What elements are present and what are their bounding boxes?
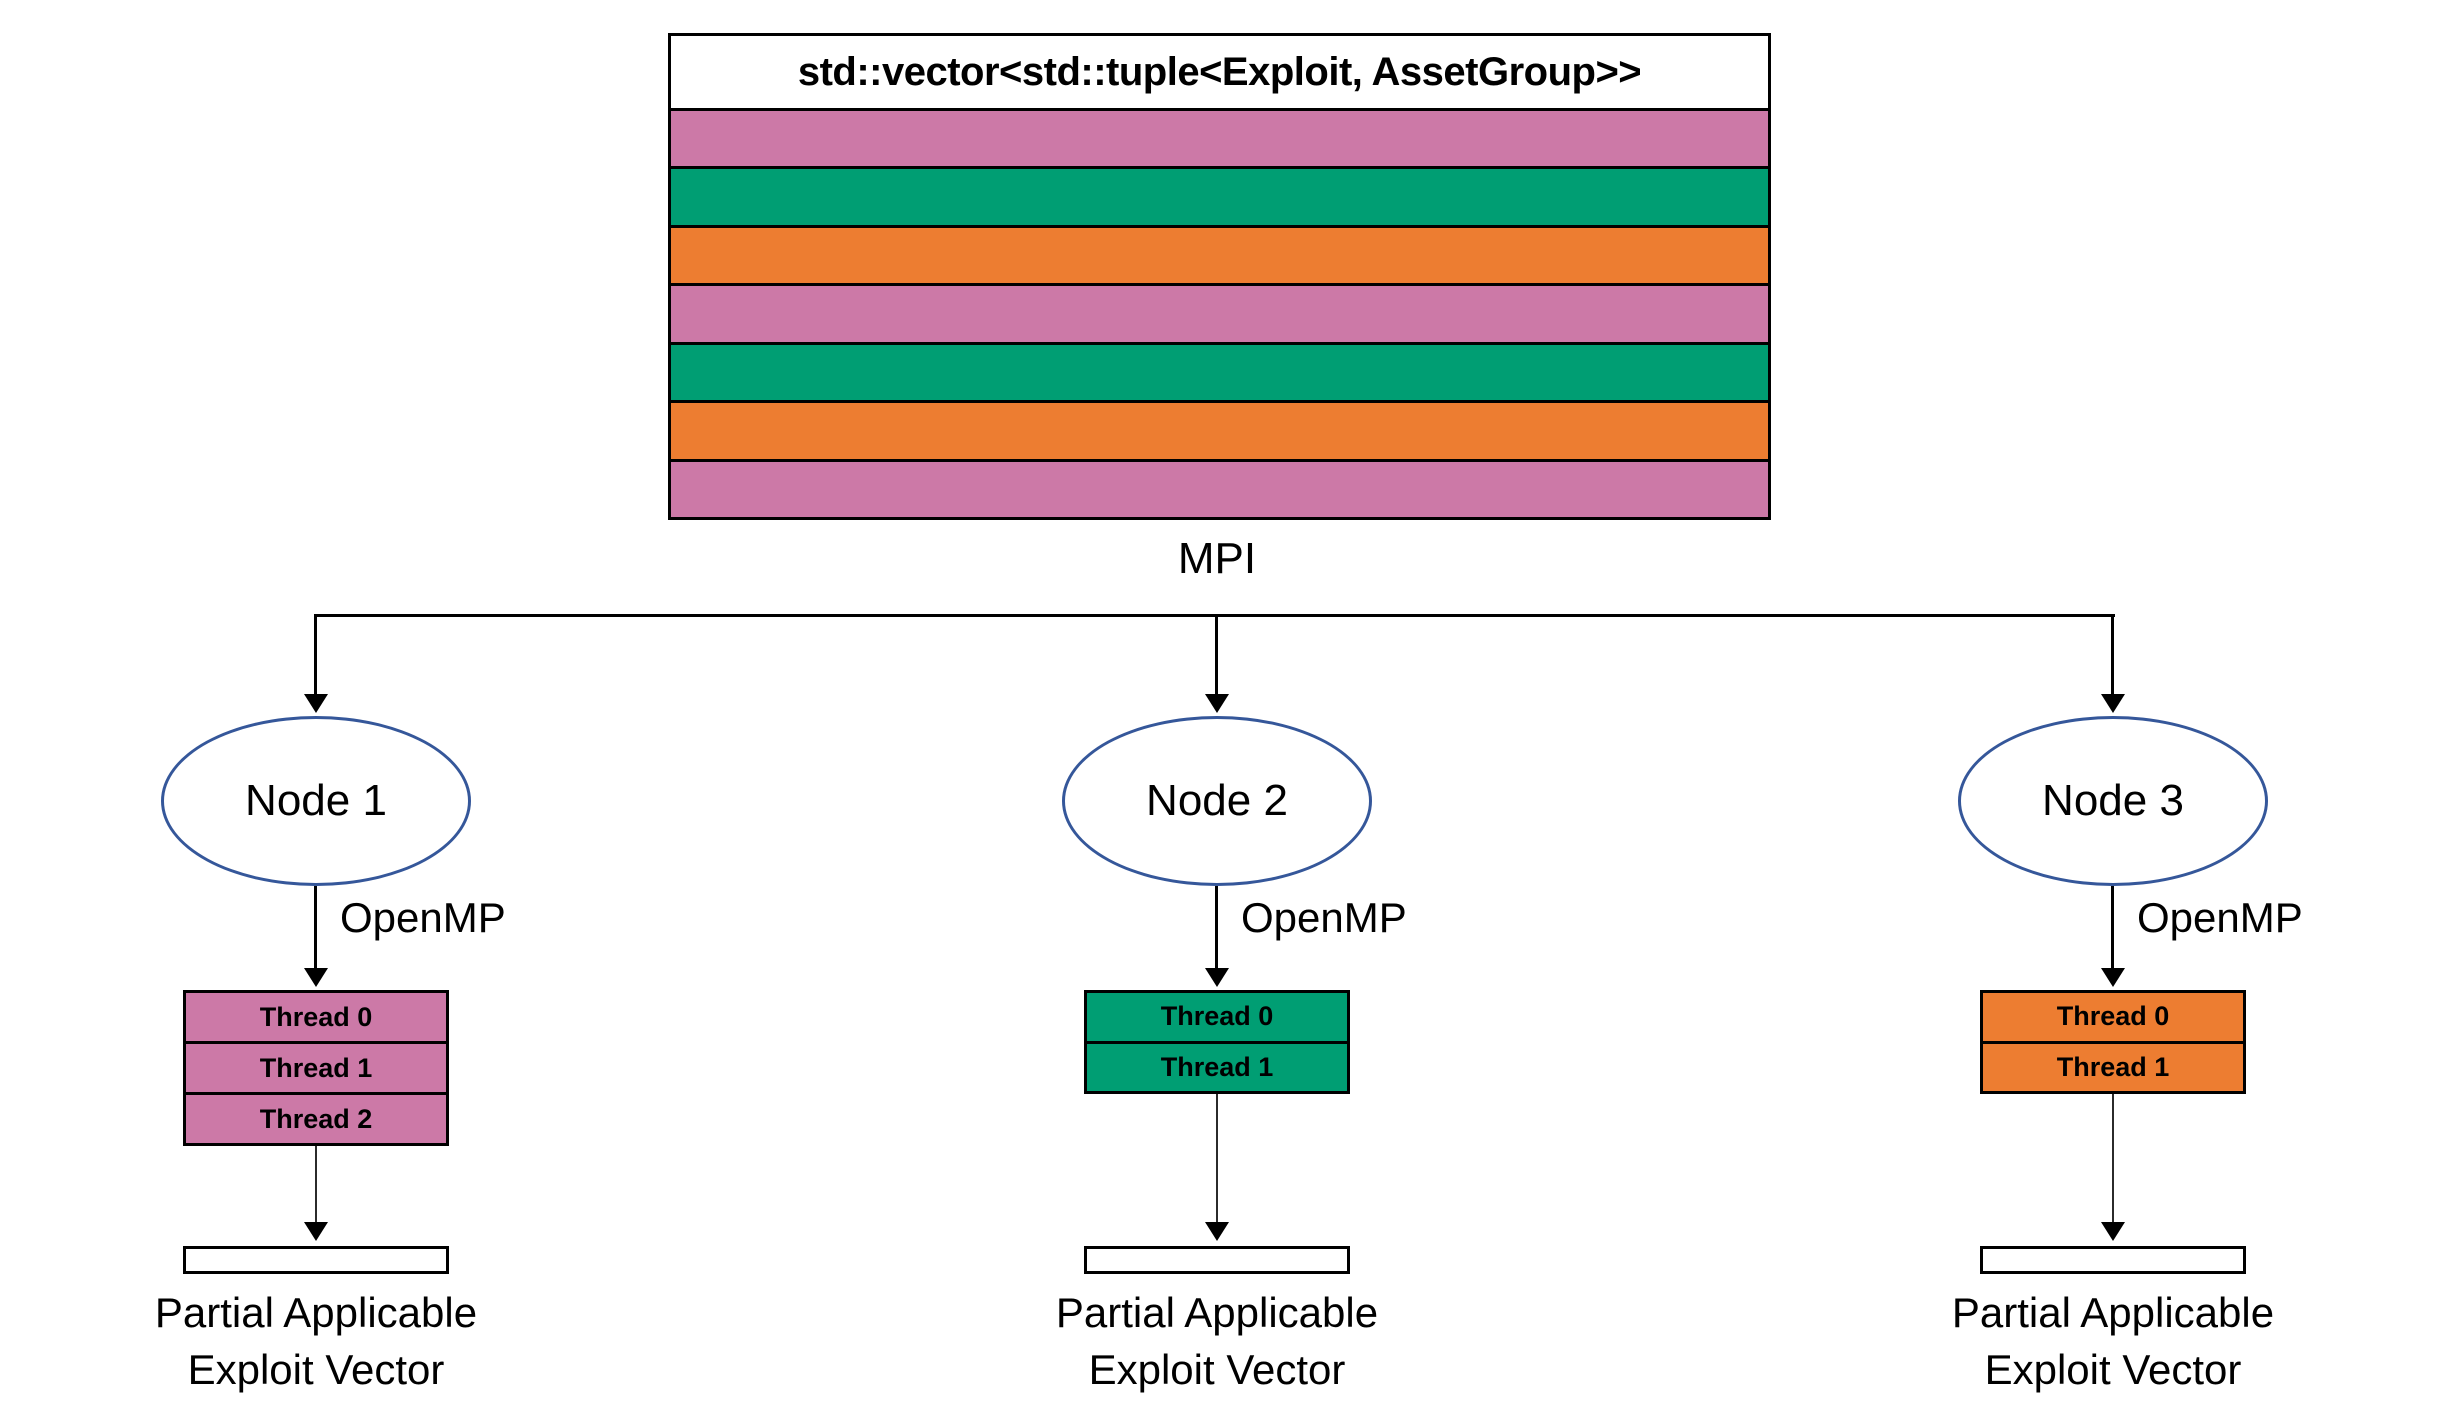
arrowhead-down-icon xyxy=(2101,968,2125,987)
vector-stripe-6 xyxy=(671,400,1768,459)
node2-partial-vector-box xyxy=(1084,1246,1350,1274)
output-caption-line1: Partial Applicable xyxy=(154,1289,478,1336)
output-caption-line2: Exploit Vector xyxy=(187,1346,445,1393)
node1-partial-vector-box xyxy=(183,1246,449,1274)
node3-output-caption: Partial Applicable Exploit Vector xyxy=(1883,1284,2343,1398)
arrowhead-down-icon xyxy=(2101,694,2125,713)
mpi-branch-line xyxy=(314,614,2115,617)
vector-stripe-2 xyxy=(671,166,1768,225)
output-caption-line2: Exploit Vector xyxy=(1984,1346,2242,1393)
node2-openmp-label: OpenMP xyxy=(1241,894,1407,941)
node3-partial-vector-box xyxy=(1980,1246,2246,1274)
thread-row: Thread 1 xyxy=(1983,1040,2243,1092)
node2-label: Node 2 xyxy=(1146,776,1288,825)
vector-stripe-5 xyxy=(671,341,1768,401)
output-caption-line1: Partial Applicable xyxy=(1055,1289,1379,1336)
output-caption-line1: Partial Applicable xyxy=(1951,1289,2275,1336)
arrowhead-down-icon xyxy=(1205,968,1229,987)
node1-openmp-label: OpenMP xyxy=(340,894,506,941)
node3-ellipse: Node 3 xyxy=(1958,716,2268,886)
vector-stripe-3 xyxy=(671,224,1768,284)
arrowhead-down-icon xyxy=(1205,694,1229,713)
thread-row: Thread 0 xyxy=(259,1001,373,1032)
arrowhead-down-icon xyxy=(304,1222,328,1241)
node2-openmp-line xyxy=(1215,886,1218,968)
vector-box: std::vector<std::tuple<Exploit, AssetGro… xyxy=(668,33,1771,520)
arrowhead-down-icon xyxy=(1205,1222,1229,1241)
arrowhead-down-icon xyxy=(304,968,328,987)
vector-stripe-7 xyxy=(671,458,1768,517)
arrowhead-down-icon xyxy=(304,694,328,713)
node3-output-line xyxy=(2112,1094,2114,1224)
node1-ellipse: Node 1 xyxy=(161,716,471,886)
mpi-label: MPI xyxy=(1177,534,1257,583)
node1-output-line xyxy=(315,1146,317,1224)
node1-label: Node 1 xyxy=(245,776,387,825)
node3-label: Node 3 xyxy=(2042,776,2184,825)
thread-row: Thread 0 xyxy=(1160,1001,1274,1032)
node2-output-caption: Partial Applicable Exploit Vector xyxy=(987,1284,1447,1398)
vector-box-title: std::vector<std::tuple<Exploit, AssetGro… xyxy=(671,36,1768,111)
vector-stripe-4 xyxy=(671,283,1768,342)
mpi-drop-line-1 xyxy=(314,614,317,694)
thread-row: Thread 0 xyxy=(2056,1001,2170,1032)
node2-output-line xyxy=(1216,1094,1218,1224)
thread-row: Thread 2 xyxy=(186,1092,446,1143)
node3-openmp-label: OpenMP xyxy=(2137,894,2303,941)
thread-row: Thread 1 xyxy=(1087,1040,1347,1092)
mpi-drop-line-2 xyxy=(1215,614,1218,694)
node2-thread-box: Thread 0 Thread 1 xyxy=(1084,990,1350,1094)
node3-thread-box: Thread 0 Thread 1 xyxy=(1980,990,2246,1094)
thread-row: Thread 1 xyxy=(186,1041,446,1092)
arrowhead-down-icon xyxy=(2101,1222,2125,1241)
output-caption-line2: Exploit Vector xyxy=(1088,1346,1346,1393)
node1-output-caption: Partial Applicable Exploit Vector xyxy=(86,1284,546,1398)
node2-ellipse: Node 2 xyxy=(1062,716,1372,886)
node1-thread-box: Thread 0 Thread 1 Thread 2 xyxy=(183,990,449,1146)
vector-stripe-1 xyxy=(671,111,1768,167)
node3-openmp-line xyxy=(2111,886,2114,968)
node1-openmp-line xyxy=(314,886,317,968)
mpi-drop-line-3 xyxy=(2111,614,2114,694)
